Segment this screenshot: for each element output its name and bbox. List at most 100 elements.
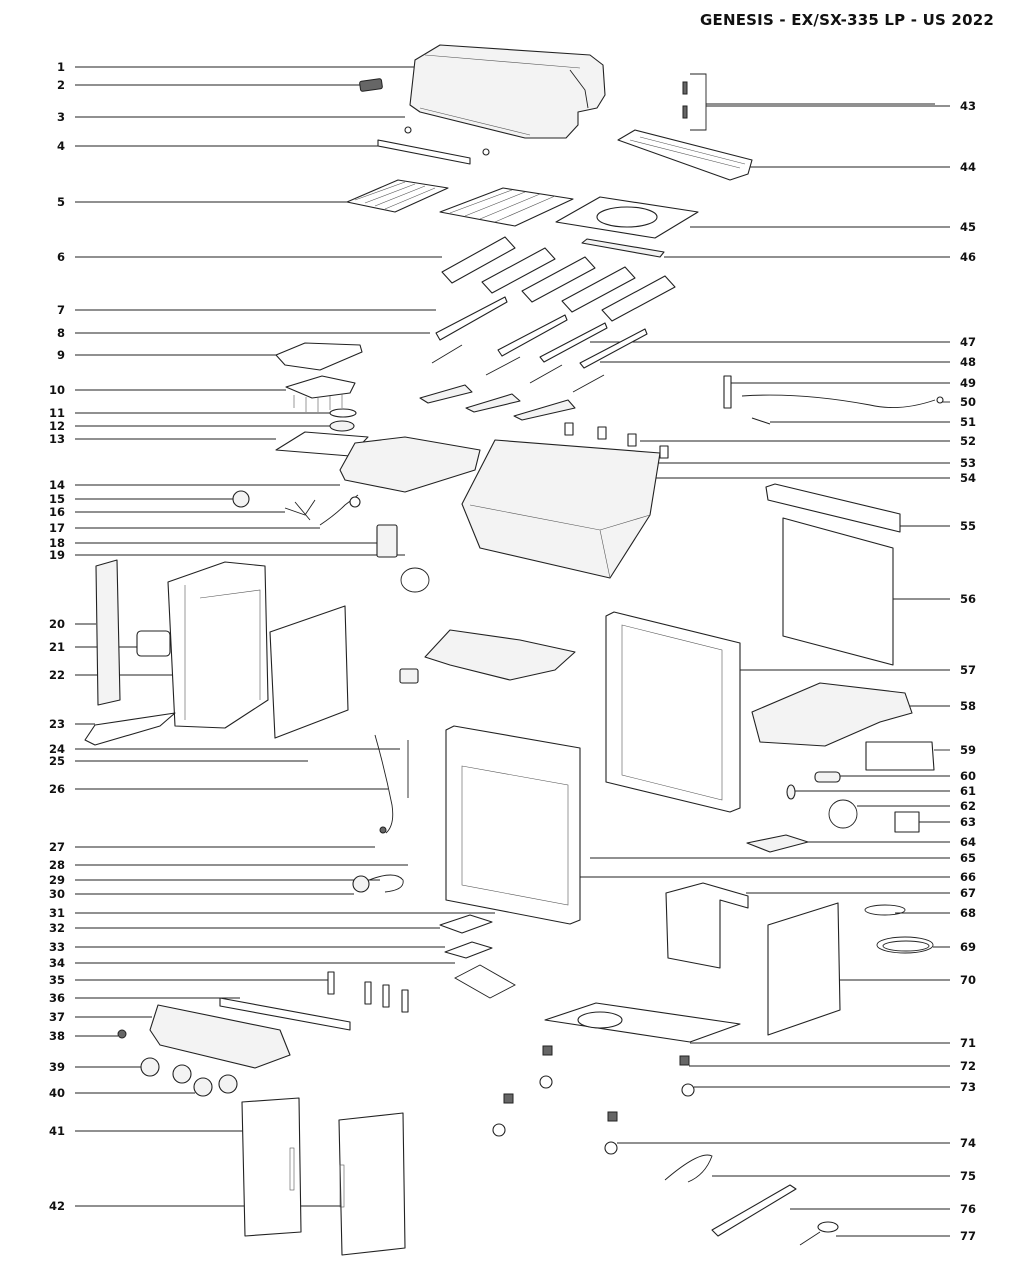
callout-number-7: 7 xyxy=(57,303,65,317)
callout-number-67: 67 xyxy=(960,886,976,900)
part-side-table xyxy=(751,682,913,747)
part-flavorizer-supports xyxy=(419,384,576,421)
part-heat-shield xyxy=(765,483,901,533)
callout-number-38: 38 xyxy=(49,1029,65,1043)
callout-number-73: 73 xyxy=(960,1080,976,1094)
part-heat-deflector xyxy=(581,238,665,258)
callout-number-71: 71 xyxy=(960,1036,976,1050)
callout-number-70: 70 xyxy=(960,973,976,987)
callout-number-44: 44 xyxy=(960,160,976,174)
callout-number-13: 13 xyxy=(49,432,65,446)
part-cabinet-rear-panel xyxy=(767,902,841,1036)
callout-number-66: 66 xyxy=(960,870,976,884)
part-side-burner-housing xyxy=(339,436,481,493)
part-side-shelf xyxy=(665,882,749,969)
callout-number-56: 56 xyxy=(960,592,976,606)
callout-number-43: 43 xyxy=(960,99,976,113)
part-door-left xyxy=(241,1097,302,1237)
diagram-title: GENESIS - EX/SX-335 LP - US 2022 xyxy=(700,11,994,29)
part-ignition-module xyxy=(376,524,398,558)
callout-number-57: 57 xyxy=(960,663,976,677)
callout-number-14: 14 xyxy=(49,478,65,492)
callout-number-5: 5 xyxy=(57,195,65,209)
callout-number-65: 65 xyxy=(960,851,976,865)
part-tongs xyxy=(664,1154,713,1183)
callout-number-32: 32 xyxy=(49,921,65,935)
part-side-frame-left xyxy=(167,561,269,729)
callout-number-58: 58 xyxy=(960,699,976,713)
part-control-module xyxy=(894,811,920,833)
callout-number-77: 77 xyxy=(960,1229,976,1243)
callout-number-8: 8 xyxy=(57,326,65,340)
callout-number-53: 53 xyxy=(960,456,976,470)
part-rear-frame xyxy=(605,611,741,813)
callout-number-11: 11 xyxy=(49,406,65,420)
part-cords xyxy=(864,904,934,954)
part-side-panel-left xyxy=(95,559,121,706)
callout-number-76: 76 xyxy=(960,1202,976,1216)
part-door-right xyxy=(338,1112,406,1256)
callout-number-50: 50 xyxy=(960,395,976,409)
part-logo-badge xyxy=(359,78,383,92)
callout-number-74: 74 xyxy=(960,1136,976,1150)
callout-number-22: 22 xyxy=(49,668,65,682)
callout-number-36: 36 xyxy=(49,991,65,1005)
part-regulator xyxy=(319,494,361,526)
part-nut xyxy=(117,1029,127,1039)
part-regulator-hose xyxy=(352,874,404,893)
part-side-rear-panel xyxy=(269,605,349,739)
part-bottom-shelf xyxy=(544,1002,741,1043)
part-side-burner-cover xyxy=(275,342,363,371)
callout-number-17: 17 xyxy=(49,521,65,535)
callout-number-46: 46 xyxy=(960,250,976,264)
callout-number-10: 10 xyxy=(49,383,65,397)
part-cooking-grate-right xyxy=(439,187,574,227)
callout-number-49: 49 xyxy=(960,376,976,390)
callout-number-55: 55 xyxy=(960,519,976,533)
part-valve-wires xyxy=(284,499,316,521)
part-cookbox xyxy=(461,439,661,579)
part-cooking-grate-left xyxy=(346,179,449,213)
part-thermometer xyxy=(399,668,419,684)
part-screws-bracket xyxy=(682,73,935,131)
callout-number-23: 23 xyxy=(49,717,65,731)
part-tank-scale xyxy=(746,834,809,853)
part-rear-panel xyxy=(782,517,894,666)
callout-number-54: 54 xyxy=(960,471,976,485)
part-thermocouple xyxy=(786,784,796,800)
callout-number-30: 30 xyxy=(49,887,65,901)
part-electrodes xyxy=(431,344,605,393)
callout-number-31: 31 xyxy=(49,906,65,920)
callout-number-2: 2 xyxy=(57,78,65,92)
callout-number-24: 24 xyxy=(49,742,65,756)
callout-number-34: 34 xyxy=(49,956,65,970)
callout-number-19: 19 xyxy=(49,548,65,562)
callout-number-40: 40 xyxy=(49,1086,65,1100)
part-light-cord xyxy=(828,799,858,829)
part-warming-rack xyxy=(617,129,753,181)
callout-number-62: 62 xyxy=(960,799,976,813)
callout-number-61: 61 xyxy=(960,784,976,798)
callout-number-48: 48 xyxy=(960,355,976,369)
callout-number-60: 60 xyxy=(960,769,976,783)
callout-number-51: 51 xyxy=(960,415,976,429)
part-casters xyxy=(492,1045,695,1155)
part-manifold xyxy=(219,997,351,1031)
callout-number-59: 59 xyxy=(960,743,976,757)
callout-number-9: 9 xyxy=(57,348,65,362)
callout-number-21: 21 xyxy=(49,640,65,654)
callout-number-28: 28 xyxy=(49,858,65,872)
callout-number-12: 12 xyxy=(49,419,65,433)
callout-number-20: 20 xyxy=(49,617,65,631)
part-side-burner-tray xyxy=(275,431,369,457)
callout-number-52: 52 xyxy=(960,434,976,448)
part-front-frame xyxy=(445,725,581,925)
part-brush xyxy=(799,1221,839,1246)
part-valves xyxy=(327,971,409,1013)
callout-number-37: 37 xyxy=(49,1010,65,1024)
callout-number-27: 27 xyxy=(49,840,65,854)
callout-number-4: 4 xyxy=(57,139,65,153)
part-lid xyxy=(409,44,606,139)
part-side-table-bracket xyxy=(865,741,935,771)
